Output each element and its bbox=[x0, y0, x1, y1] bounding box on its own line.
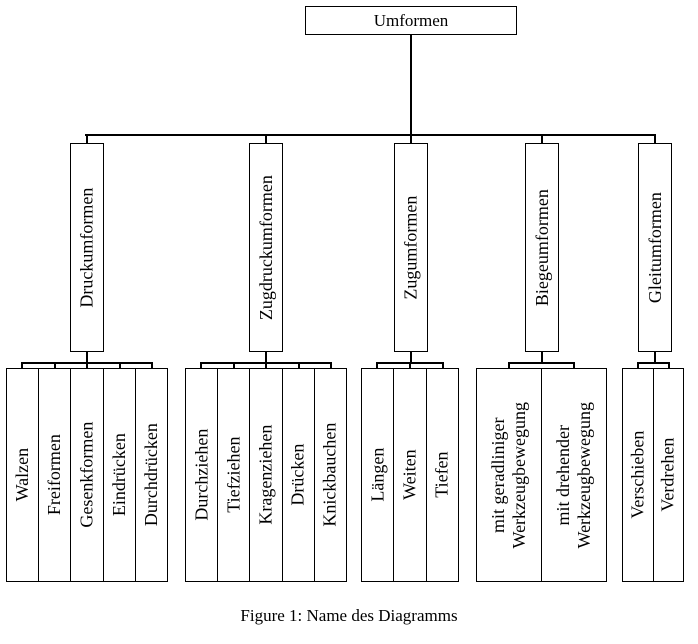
node-zugdruckumformen: Zugdruckumformen bbox=[249, 143, 283, 352]
leaf-druecken-label: Drücken bbox=[287, 444, 308, 506]
connector-group-stub-2 bbox=[265, 351, 267, 363]
connector-group-stub-4 bbox=[541, 351, 543, 363]
leaf-drehende-werkzeugbewegung-line1: mit drehender bbox=[552, 424, 573, 526]
connector-branch-stub-5 bbox=[654, 134, 656, 144]
connector-leaf-stub bbox=[54, 362, 56, 370]
connector-leaf-stub bbox=[265, 362, 267, 370]
leaf-eindruecken-label: Eindrücken bbox=[108, 433, 129, 517]
leaf-druecken: Drücken bbox=[281, 369, 314, 581]
leaf-tiefziehen-label: Tiefziehen bbox=[223, 436, 244, 514]
leaf-eindruecken: Eindrücken bbox=[102, 369, 135, 581]
leaf-drehende-werkzeugbewegung: mit drehender Werkzeugbewegung bbox=[541, 369, 606, 581]
node-gleitumformen: Gleitumformen bbox=[638, 143, 672, 352]
leaf-group-biegeumformen: mit geradliniger Werkzeugbewegung mit dr… bbox=[476, 368, 607, 582]
node-biegeumformen: Biegeumformen bbox=[525, 143, 559, 352]
connector-leaf-stub bbox=[668, 362, 670, 370]
connector-leaf-stub bbox=[21, 362, 23, 370]
leaf-geradlinige-werkzeugbewegung: mit geradliniger Werkzeugbewegung bbox=[477, 369, 541, 581]
node-druckumformen: Druckumformen bbox=[70, 143, 104, 352]
connector-leaf-stub bbox=[86, 362, 88, 370]
node-gleitumformen-label: Gleitumformen bbox=[644, 192, 665, 303]
leaf-laengen: Längen bbox=[362, 369, 393, 581]
connector-branch-stub-3 bbox=[410, 134, 412, 144]
connector-leaf-stub bbox=[119, 362, 121, 370]
leaf-knickbauchen-label: Knickbauchen bbox=[319, 423, 340, 527]
leaf-geradlinige-werkzeugbewegung-line2: Werkzeugbewegung bbox=[509, 401, 529, 549]
node-umformen: Umformen bbox=[305, 6, 517, 35]
leaf-group-zugdruckumformen: Durchziehen Tiefziehen Kragenziehen Drüc… bbox=[185, 368, 347, 582]
leaf-kragenziehen: Kragenziehen bbox=[249, 369, 281, 581]
connector-branch-stub-4 bbox=[541, 134, 543, 144]
connector-leaf-stub bbox=[298, 362, 300, 370]
leaf-weiten-label: Weiten bbox=[399, 449, 420, 501]
connector-leaf-stub bbox=[508, 362, 510, 370]
leaf-freiformen-label: Freiformen bbox=[44, 434, 65, 516]
leaf-verdrehen: Verdrehen bbox=[652, 369, 684, 581]
connector-group-rail-4 bbox=[508, 362, 574, 364]
leaf-knickbauchen: Knickbauchen bbox=[313, 369, 346, 581]
leaf-durchziehen-label: Durchziehen bbox=[190, 429, 211, 521]
leaf-group-gleitumformen: Verschieben Verdrehen bbox=[622, 368, 684, 582]
leaf-laengen-label: Längen bbox=[367, 448, 388, 502]
leaf-verschieben: Verschieben bbox=[623, 369, 653, 581]
leaf-geradlinige-werkzeugbewegung-line1: mit geradliniger bbox=[487, 417, 508, 533]
connector-leaf-stub bbox=[200, 362, 202, 370]
node-umformen-label: Umformen bbox=[373, 10, 449, 30]
leaf-drehende-werkzeugbewegung-line2: Werkzeugbewegung bbox=[574, 401, 594, 549]
connector-leaf-stub bbox=[573, 362, 575, 370]
figure-caption: Figure 1: Name des Diagramms bbox=[240, 606, 458, 625]
connector-leaf-stub bbox=[637, 362, 639, 370]
connector-leaf-stub bbox=[151, 362, 153, 370]
leaf-gesenkformen-label: Gesenkformen bbox=[76, 422, 97, 528]
node-zugdruckumformen-label: Zugdruckumformen bbox=[255, 175, 276, 320]
leaf-gesenkformen: Gesenkformen bbox=[70, 369, 102, 581]
node-druckumformen-label: Druckumformen bbox=[76, 187, 97, 308]
node-zugumformen-label: Zugumformen bbox=[400, 195, 421, 300]
leaf-durchdruecken-label: Durchdrücken bbox=[140, 423, 161, 527]
connector-leaf-stub bbox=[376, 362, 378, 370]
leaf-kragenziehen-label: Kragenziehen bbox=[255, 425, 276, 525]
leaf-verdrehen-label: Verdrehen bbox=[657, 438, 678, 512]
leaf-tiefziehen: Tiefziehen bbox=[217, 369, 249, 581]
leaf-weiten: Weiten bbox=[393, 369, 425, 581]
connector-group-stub-3 bbox=[410, 351, 412, 363]
connector-leaf-stub bbox=[233, 362, 235, 370]
leaf-freiformen: Freiformen bbox=[38, 369, 70, 581]
connector-branch-stub-1 bbox=[86, 134, 88, 144]
leaf-group-zugumformen: Längen Weiten Tiefen bbox=[361, 368, 459, 582]
connector-root-stub bbox=[410, 34, 412, 134]
leaf-tiefen: Tiefen bbox=[425, 369, 458, 581]
leaf-walzen: Walzen bbox=[7, 369, 38, 581]
node-zugumformen: Zugumformen bbox=[394, 143, 428, 352]
leaf-tiefen-label: Tiefen bbox=[431, 451, 452, 499]
leaf-verschieben-label: Verschieben bbox=[627, 431, 648, 519]
connector-leaf-stub bbox=[330, 362, 332, 370]
connector-group-stub-1 bbox=[86, 351, 88, 363]
connector-leaf-stub bbox=[409, 362, 411, 370]
leaf-group-druckumformen: Walzen Freiformen Gesenkformen Eindrücke… bbox=[6, 368, 168, 582]
connector-group-stub-5 bbox=[654, 351, 656, 363]
connector-group-rail-5 bbox=[637, 362, 669, 364]
node-biegeumformen-label: Biegeumformen bbox=[531, 189, 552, 306]
leaf-durchdruecken: Durchdrücken bbox=[134, 369, 167, 581]
connector-main-rail bbox=[85, 134, 656, 136]
connector-leaf-stub bbox=[442, 362, 444, 370]
leaf-walzen-label: Walzen bbox=[11, 448, 32, 502]
connector-branch-stub-2 bbox=[265, 134, 267, 144]
leaf-durchziehen: Durchziehen bbox=[186, 369, 217, 581]
